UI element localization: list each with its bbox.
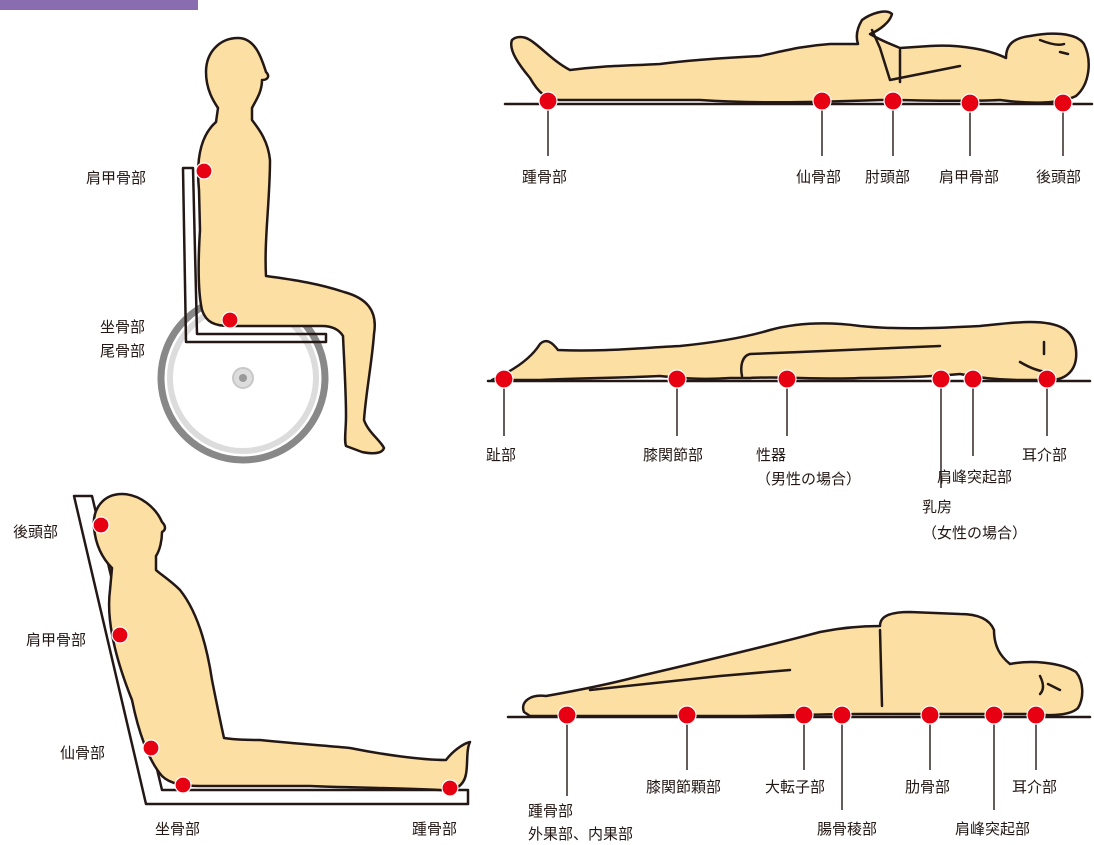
label-supine-elbow: 肘頭部 <box>865 168 910 186</box>
pressure-point-lateral-knee <box>678 706 696 724</box>
lateral-body <box>523 612 1082 716</box>
label-prone-ear: 耳介部 <box>1022 446 1067 464</box>
pressure-point-prone-knee <box>668 370 686 388</box>
pressure-point-lateral-rib <box>921 706 939 724</box>
figure-supine <box>505 12 1092 104</box>
pressure-point-lateral-heel <box>558 706 576 724</box>
pressure-point-sitting-scapula <box>196 163 212 179</box>
pressure-point-prone-genital <box>778 370 796 388</box>
label-lateral-rib: 肋骨部 <box>905 778 950 796</box>
label-prone-toe: 趾部 <box>486 446 516 464</box>
figure-sitting-wheelchair <box>161 38 384 460</box>
label-fowler-heel: 踵骨部 <box>412 820 457 838</box>
label-supine-scapula: 肩甲骨部 <box>939 168 999 186</box>
label-fowler-occiput: 後頭部 <box>13 523 58 541</box>
pressure-point-prone-ear <box>1038 370 1056 388</box>
pressure-point-sitting-ischium <box>222 312 238 328</box>
label-sitting-coccyx: 尾骨部 <box>100 342 145 360</box>
label-supine-sacrum: 仙骨部 <box>796 168 841 186</box>
pressure-point-supine-elbow <box>884 92 902 110</box>
sitting-body <box>198 38 384 453</box>
pressure-point-supine-occiput <box>1054 94 1072 112</box>
label-prone-knee: 膝関節部 <box>643 446 703 464</box>
label-lateral-heel-2: 外果部、内果部 <box>528 825 633 843</box>
label-lateral-knee-condyle: 膝関節顆部 <box>646 778 721 796</box>
figure-lateral <box>508 612 1090 717</box>
label-lateral-ear: 耳介部 <box>1012 778 1057 796</box>
pressure-point-prone-acromion <box>964 370 982 388</box>
label-sitting-ischium: 坐骨部 <box>100 318 145 336</box>
label-lateral-heel-1: 踵骨部 <box>528 802 573 820</box>
label-supine-heel: 踵骨部 <box>522 168 567 186</box>
label-prone-acromion: 肩峰突起部 <box>937 468 1012 486</box>
figure-semi-fowler <box>74 494 470 804</box>
pressure-point-lateral-ear <box>1027 706 1045 724</box>
label-supine-occiput: 後頭部 <box>1036 168 1081 186</box>
label-prone-genital-2: （男性の場合） <box>756 470 861 488</box>
pressure-point-lateral-acromion <box>985 706 1003 724</box>
pressure-point-prone-toe <box>495 370 513 388</box>
label-lateral-trochanter: 大転子部 <box>765 778 825 796</box>
pressure-point-supine-sacrum <box>813 92 831 110</box>
label-fowler-ischium: 坐骨部 <box>155 820 200 838</box>
pressure-point-lateral-trochanter <box>795 706 813 724</box>
pressure-point-fowler-sacrum <box>143 740 159 756</box>
label-lateral-iliac: 腸骨稜部 <box>817 820 877 838</box>
pressure-point-supine-heel <box>539 92 557 110</box>
pressure-point-fowler-scapula <box>112 627 128 643</box>
pressure-point-prone-breast <box>932 370 950 388</box>
pressure-point-supine-scapula <box>961 94 979 112</box>
label-lateral-acromion: 肩峰突起部 <box>955 820 1030 838</box>
label-fowler-sacrum: 仙骨部 <box>60 744 105 762</box>
label-fowler-scapula: 肩甲骨部 <box>26 631 86 649</box>
pressure-point-fowler-ischium <box>175 777 191 793</box>
pressure-point-lateral-iliac <box>833 706 851 724</box>
label-sitting-scapula: 肩甲骨部 <box>86 169 146 187</box>
label-prone-breast-1: 乳房 <box>922 498 952 516</box>
supine-body <box>511 12 1088 103</box>
label-prone-breast-2: （女性の場合） <box>922 524 1027 542</box>
pressure-point-fowler-heel <box>442 780 458 796</box>
pressure-point-fowler-occiput <box>93 517 109 533</box>
label-prone-genital-1: 性器 <box>756 446 786 464</box>
